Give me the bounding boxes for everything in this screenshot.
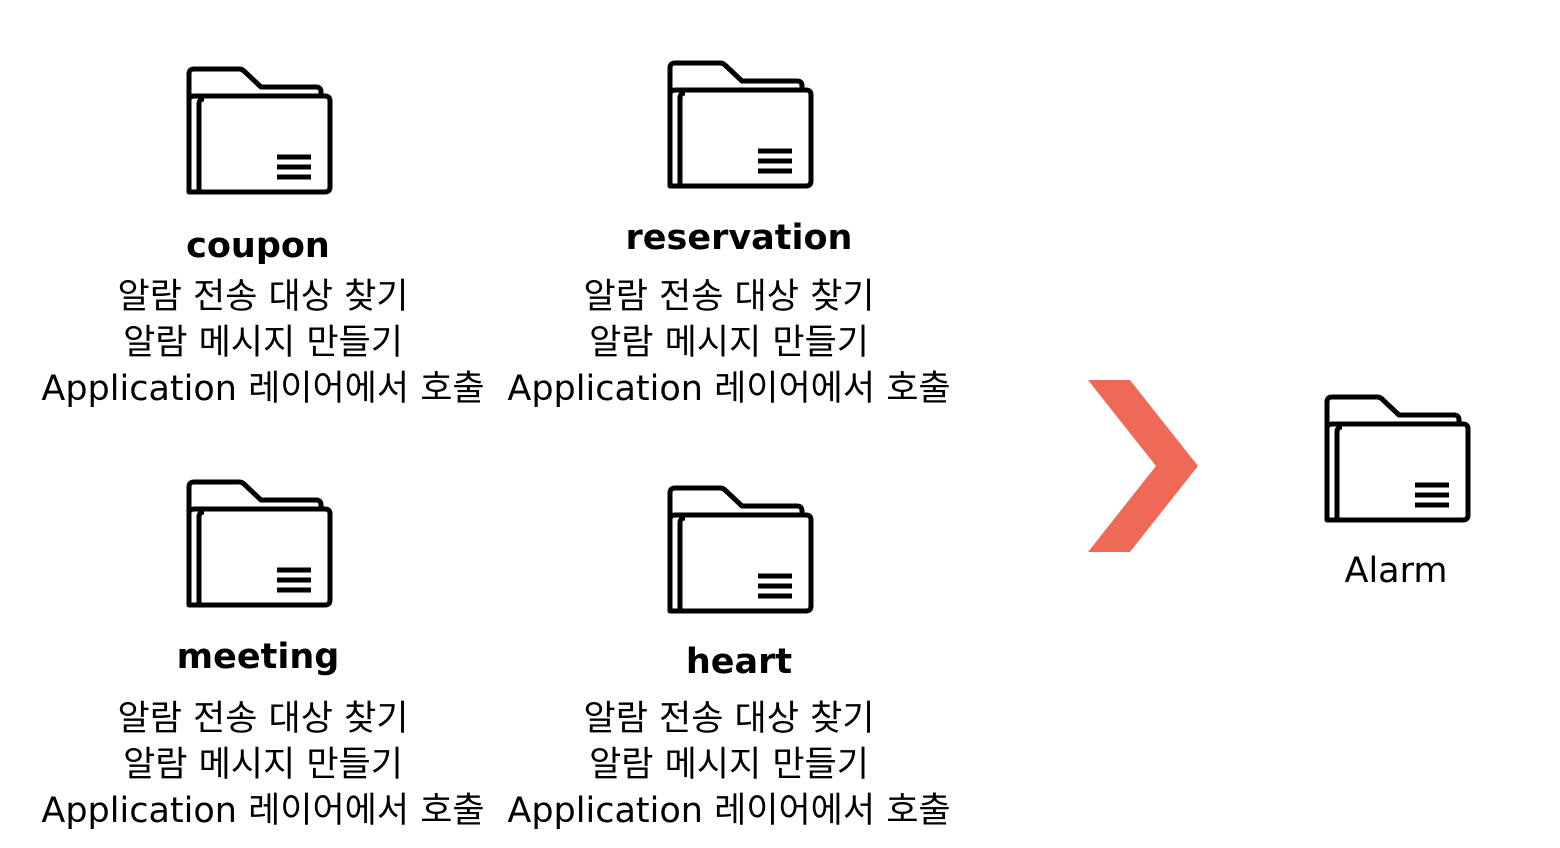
desc-line: 알람 전송 대상 찾기 xyxy=(583,277,875,317)
module-title-heart: heart xyxy=(685,642,793,682)
desc-line: 알람 메시지 만들기 xyxy=(123,745,403,785)
desc-line: Application 레이어에서 호출 xyxy=(41,369,485,409)
desc-line: 알람 전송 대상 찾기 xyxy=(583,699,875,739)
module-title-coupon: coupon xyxy=(186,226,330,266)
module-title-meeting: meeting xyxy=(176,637,340,677)
module-desc-reservation: 알람 전송 대상 찾기 알람 메시지 만들기 Application 레이어에서… xyxy=(494,274,964,412)
folder-icon xyxy=(664,58,814,190)
desc-line: Application 레이어에서 호출 xyxy=(507,369,951,409)
module-desc-coupon: 알람 전송 대상 찾기 알람 메시지 만들기 Application 레이어에서… xyxy=(28,274,498,412)
desc-line: Application 레이어에서 호출 xyxy=(507,791,951,831)
chevron-right-icon xyxy=(1086,380,1198,552)
target-title-alarm: Alarm xyxy=(1344,551,1448,591)
folder-icon xyxy=(1321,392,1471,524)
desc-line: Application 레이어에서 호출 xyxy=(41,791,485,831)
module-desc-meeting: 알람 전송 대상 찾기 알람 메시지 만들기 Application 레이어에서… xyxy=(28,696,498,834)
desc-line: 알람 메시지 만들기 xyxy=(589,323,869,363)
desc-line: 알람 전송 대상 찾기 xyxy=(117,277,409,317)
desc-line: 알람 전송 대상 찾기 xyxy=(117,699,409,739)
module-desc-heart: 알람 전송 대상 찾기 알람 메시지 만들기 Application 레이어에서… xyxy=(494,696,964,834)
folder-icon xyxy=(183,477,333,609)
folder-icon xyxy=(664,483,814,615)
desc-line: 알람 메시지 만들기 xyxy=(589,745,869,785)
folder-icon xyxy=(183,64,333,196)
desc-line: 알람 메시지 만들기 xyxy=(123,323,403,363)
module-title-reservation: reservation xyxy=(625,218,853,258)
